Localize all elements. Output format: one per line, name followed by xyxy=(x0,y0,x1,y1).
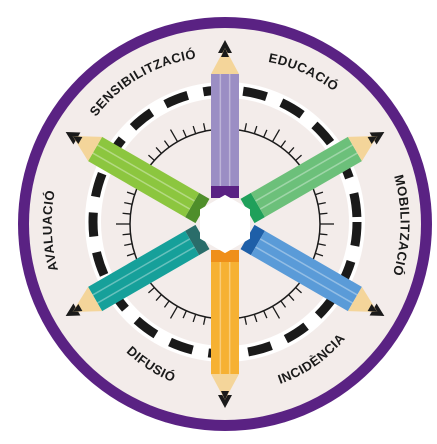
pencil-facet xyxy=(92,152,191,210)
tick-mark xyxy=(169,305,179,319)
tick-mark xyxy=(295,154,302,161)
tick-mark xyxy=(263,129,268,138)
tick-mark xyxy=(271,305,281,319)
pencils-group xyxy=(72,48,378,400)
tick-mark xyxy=(315,252,324,257)
pencil-body xyxy=(211,74,239,186)
tick-mark xyxy=(182,310,187,319)
tick-mark xyxy=(271,129,281,143)
tick-mark xyxy=(202,123,206,132)
pencil-top-right xyxy=(240,136,378,224)
pencil-tip xyxy=(347,286,378,312)
tick-mark xyxy=(295,287,302,294)
pencil-ferrule xyxy=(211,186,239,198)
tick-mark xyxy=(192,314,197,323)
pencil-body xyxy=(250,230,362,312)
tick-mark xyxy=(192,125,197,134)
tick-mark xyxy=(148,287,155,294)
pencil-lead xyxy=(72,304,83,312)
tick-mark xyxy=(202,316,206,325)
tick-mark xyxy=(155,147,162,154)
pencil-lead xyxy=(367,304,378,312)
tick-mark xyxy=(253,314,258,323)
pencil-ferrule xyxy=(240,224,265,256)
pencil-facet xyxy=(92,238,191,296)
tick-mark xyxy=(280,300,287,308)
tick-mark xyxy=(317,201,326,205)
arrow-markers xyxy=(65,40,385,408)
pencil-tip xyxy=(211,48,239,74)
tick-mark xyxy=(122,212,131,215)
tick-mark xyxy=(319,233,328,236)
tick-mark xyxy=(124,243,133,247)
pencil-tip xyxy=(72,136,103,162)
pencil-top xyxy=(211,48,239,198)
tick-mark xyxy=(124,201,133,205)
pencil-lead xyxy=(367,136,378,144)
arrow-marker xyxy=(218,40,232,53)
tick-mark xyxy=(317,243,326,247)
arrow-marker xyxy=(65,132,81,145)
tick-mark xyxy=(155,294,162,301)
tick-mark xyxy=(122,233,131,236)
pencil-bottom-right xyxy=(240,224,378,312)
tick-mark xyxy=(148,154,155,161)
pencil-facet xyxy=(255,144,353,202)
pencil-body xyxy=(211,262,239,374)
pencil-body xyxy=(88,230,200,312)
tick-mark xyxy=(182,129,187,138)
tick-mark xyxy=(163,300,170,308)
pencil-bottom-left xyxy=(72,224,210,312)
pencil-facet xyxy=(255,246,353,304)
pencil-body xyxy=(250,136,362,218)
center-hexagon xyxy=(200,194,250,254)
tick-mark xyxy=(163,140,170,148)
pencil-ferrule xyxy=(211,250,239,262)
pencil-body xyxy=(88,136,200,218)
label-avaluacio: AVALUACIÓ xyxy=(40,189,61,273)
tick-mark xyxy=(288,147,295,154)
pencil-facet xyxy=(97,246,195,304)
label-avaluacio-text: AVALUACIÓ xyxy=(40,189,61,273)
pencil-lead xyxy=(221,48,229,57)
tick-mark xyxy=(288,294,295,301)
pencil-tip xyxy=(211,374,239,400)
pencil-ferrule xyxy=(185,224,210,256)
pencil-lead xyxy=(221,391,229,400)
pencil-facet xyxy=(259,152,358,210)
tick-mark xyxy=(253,125,258,134)
pencil-tip xyxy=(72,286,103,312)
pencil-top-left xyxy=(72,136,210,224)
pencil-facet xyxy=(97,144,195,202)
pencil-tip xyxy=(347,136,378,162)
tick-mark xyxy=(244,123,248,132)
arrow-marker xyxy=(65,303,81,316)
pencil-ferrule xyxy=(185,192,210,224)
tick-mark xyxy=(169,129,179,143)
tick-mark xyxy=(263,310,268,319)
tick-mark xyxy=(244,316,248,325)
tick-mark xyxy=(126,252,135,257)
tick-mark xyxy=(280,140,287,148)
arrow-marker xyxy=(218,395,232,408)
pencil-bottom xyxy=(211,250,239,400)
arrow-marker xyxy=(369,303,385,316)
pencil-lead xyxy=(72,136,83,144)
pencil-ferrule xyxy=(240,192,265,224)
pencil-facet xyxy=(259,238,358,296)
tick-mark xyxy=(126,191,135,196)
tick-mark xyxy=(319,212,328,215)
tick-mark xyxy=(315,191,324,196)
arrow-marker xyxy=(369,132,385,145)
